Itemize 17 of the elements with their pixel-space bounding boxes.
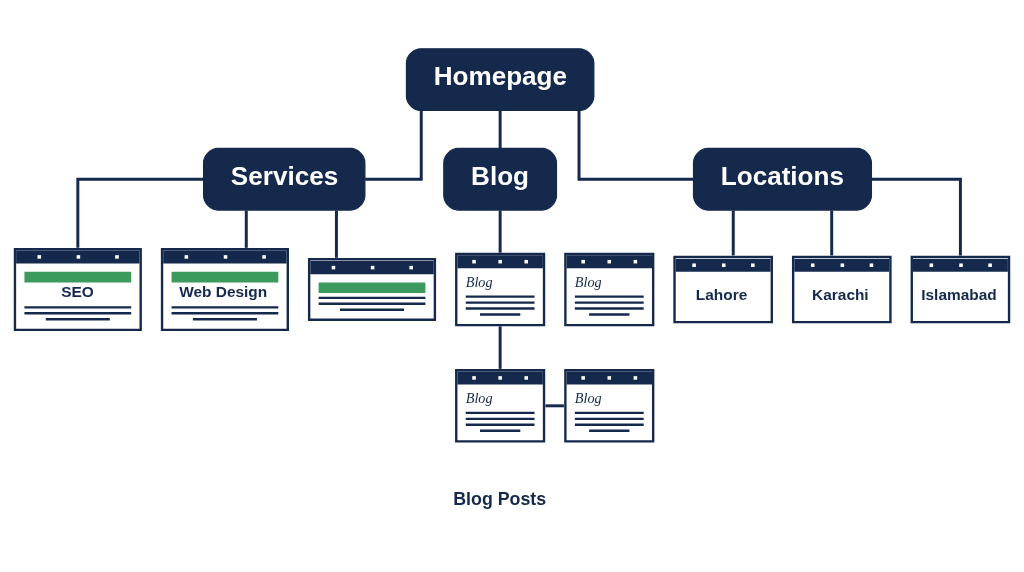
node-box: Homepage — [405, 48, 595, 112]
node-box: Locations — [692, 147, 873, 211]
node-box: Services — [202, 147, 366, 211]
connector — [830, 210, 834, 256]
node-box: Blog — [443, 147, 558, 211]
connector — [498, 210, 502, 253]
connector — [871, 177, 962, 256]
connector — [244, 210, 248, 248]
label: Blog Posts — [453, 488, 547, 509]
connector — [334, 210, 338, 258]
connector — [498, 110, 502, 149]
connector — [545, 404, 564, 408]
connector — [498, 326, 502, 369]
connector — [76, 177, 204, 248]
connector — [731, 210, 735, 256]
connector — [365, 110, 423, 181]
connector — [577, 110, 694, 181]
